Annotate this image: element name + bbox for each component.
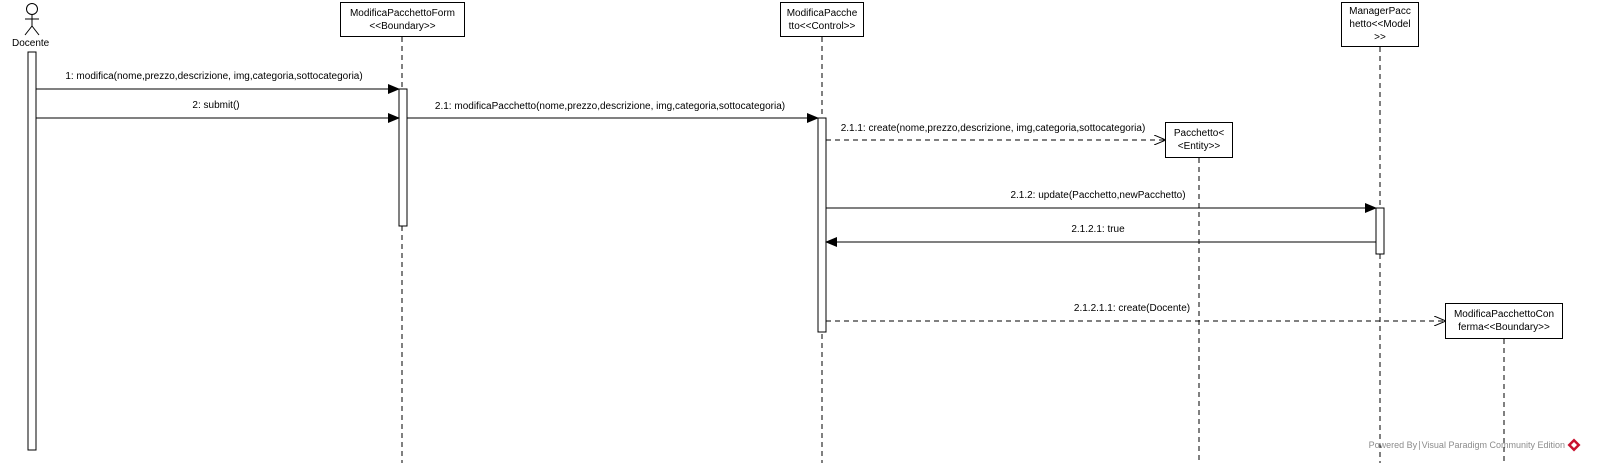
activation-manager bbox=[1375, 207, 1385, 255]
activation-control bbox=[817, 117, 827, 333]
actor-name: Docente bbox=[12, 38, 50, 49]
message-m1-label: 1: modifica(nome,prezzo,descrizione, img… bbox=[65, 71, 363, 82]
lifeline-header-entity: Pacchetto< <Entity>> bbox=[1165, 122, 1233, 158]
lifeline-confirm-title: ModificaPacchettoCon bbox=[1453, 309, 1555, 320]
lifeline-manager-title: ManagerPacc bbox=[1349, 6, 1411, 17]
lifeline-header-control: ModificaPacche tto<<Control>> bbox=[780, 2, 864, 37]
lifeline-header-form: ModificaPacchettoForm <<Boundary>> bbox=[340, 2, 465, 37]
lifeline-manager-stereotype: hetto<<Model bbox=[1349, 19, 1411, 30]
activation-actor bbox=[27, 51, 37, 451]
footer-powered-by: Powered By∣Visual Paradigm Community Edi… bbox=[1368, 440, 1565, 450]
lifeline-form-title: ModificaPacchettoForm bbox=[349, 7, 456, 19]
message-m3-label: 2.1: modificaPacchetto(nome,prezzo,descr… bbox=[434, 101, 786, 112]
message-m2-label: 2: submit() bbox=[192, 100, 240, 111]
lifeline-entity-stereotype: <Entity>> bbox=[1177, 141, 1221, 152]
lifeline-manager-stereotype-end: >> bbox=[1374, 32, 1386, 43]
lifeline-form-stereotype: <<Boundary>> bbox=[369, 20, 436, 32]
lifeline-confirm-stereotype: ferma<<Boundary>> bbox=[1458, 322, 1550, 333]
lifeline-control-title: ModificaPacche bbox=[786, 7, 858, 19]
lifeline-header-manager: ManagerPacc hetto<<Model >> bbox=[1341, 2, 1419, 47]
message-m7-label: 2.1.2.1.1: create(Docente) bbox=[1073, 303, 1191, 314]
lifeline-control-stereotype: tto<<Control>> bbox=[788, 20, 856, 32]
activation-form bbox=[398, 88, 408, 227]
lifeline-header-confirm: ModificaPacchettoCon ferma<<Boundary>> bbox=[1445, 303, 1563, 339]
message-m4-label: 2.1.1: create(nome,prezzo,descrizione, i… bbox=[840, 123, 1146, 134]
actor-figure bbox=[24, 3, 40, 36]
visual-paradigm-logo-icon bbox=[1567, 438, 1581, 452]
message-m5-label: 2.1.2: update(Pacchetto,newPacchetto) bbox=[1010, 190, 1186, 201]
lifeline-entity-title: Pacchetto< bbox=[1173, 128, 1225, 139]
message-m6-label: 2.1.2.1: true bbox=[1071, 224, 1125, 235]
